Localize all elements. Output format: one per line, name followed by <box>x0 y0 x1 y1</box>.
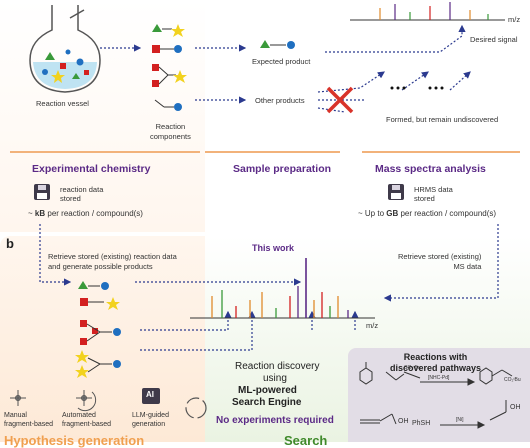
reagent-nhc: [NHC-Pd] <box>428 375 450 381</box>
reactions-box-title: Reactions with discovered pathways <box>390 352 482 373</box>
manual-fragment-icon <box>10 390 26 406</box>
ms-spectrum <box>190 258 375 319</box>
discovery-line3: ML-powered <box>238 385 297 396</box>
reaction-components-icons <box>152 24 187 111</box>
other-products-label: Other products <box>255 96 305 105</box>
panel-b-orange-region <box>0 236 205 442</box>
ai-chip-icon <box>142 388 160 404</box>
floppy-disk-icon <box>388 184 404 200</box>
top-spectrum <box>350 2 505 21</box>
generated-product-icons <box>75 281 121 378</box>
retrieve-ms-label: Retrieve stored (existing) MS data <box>398 252 482 271</box>
automated-fragment-icon <box>76 390 97 412</box>
flask-icon <box>29 5 101 93</box>
discovery-line2: using <box>263 373 287 384</box>
retrieve-reaction-label: Retrieve stored (existing) reaction data… <box>48 252 177 271</box>
cross-icon <box>326 86 354 114</box>
hypothesis-title: Hypothesis generation <box>4 433 145 448</box>
discovery-line1: Reaction discovery <box>235 361 320 372</box>
no-experiments-label: No experiments required <box>216 415 334 426</box>
co2tbu-left: CO₂ᵗBu <box>404 365 421 371</box>
section-mass-spectra: Mass spectra analysis <box>375 163 486 175</box>
llm-label: LLM-guided generation <box>132 412 169 428</box>
section-experimental-chemistry: Experimental chemistry <box>32 163 151 175</box>
refresh-icon <box>185 397 207 419</box>
reactions-box <box>348 348 530 442</box>
expected-product-label: Expected product <box>252 57 311 66</box>
reaction-schemes <box>359 362 513 429</box>
automated-label: Automated fragment-based <box>62 412 112 428</box>
mz-axis-label-bottom: m/z <box>366 321 379 330</box>
search-title: Search <box>284 433 328 448</box>
reaction-data-stored: reaction data stored <box>60 185 104 204</box>
reaction-size-note: ~ kB per reaction / compound(s) <box>28 209 143 218</box>
mz-axis-label-top: m/z <box>508 15 521 24</box>
reaction-components-label: Reaction components <box>150 122 191 141</box>
hrms-size-note: ~ Up to GB per reaction / compound(s) <box>358 209 497 218</box>
hrms-data-stored: HRMS data stored <box>414 185 453 204</box>
desired-signal-label: Desired signal <box>470 35 518 44</box>
ai-chip-text: AI <box>146 390 154 399</box>
undiscovered-label: Formed, but remain undiscovered <box>386 115 499 124</box>
reagent-ni: [Ni] <box>456 417 464 423</box>
this-work-label: This work <box>252 243 295 253</box>
co2tbu-right: CO₂ᵗBu <box>504 377 521 383</box>
oh-label-left: OH <box>398 418 409 425</box>
phsh-label: PhSH <box>412 420 431 427</box>
oh-label-right: OH <box>510 404 521 411</box>
floppy-disk-icon <box>34 184 50 200</box>
panel-b-label: b <box>6 236 14 251</box>
section-sample-preparation: Sample preparation <box>233 163 332 175</box>
ellipsis-marks <box>390 86 444 90</box>
discovery-line4: Search Engine <box>232 397 302 408</box>
manual-label: Manual fragment-based <box>4 412 54 428</box>
reaction-vessel-label: Reaction vessel <box>36 99 89 108</box>
